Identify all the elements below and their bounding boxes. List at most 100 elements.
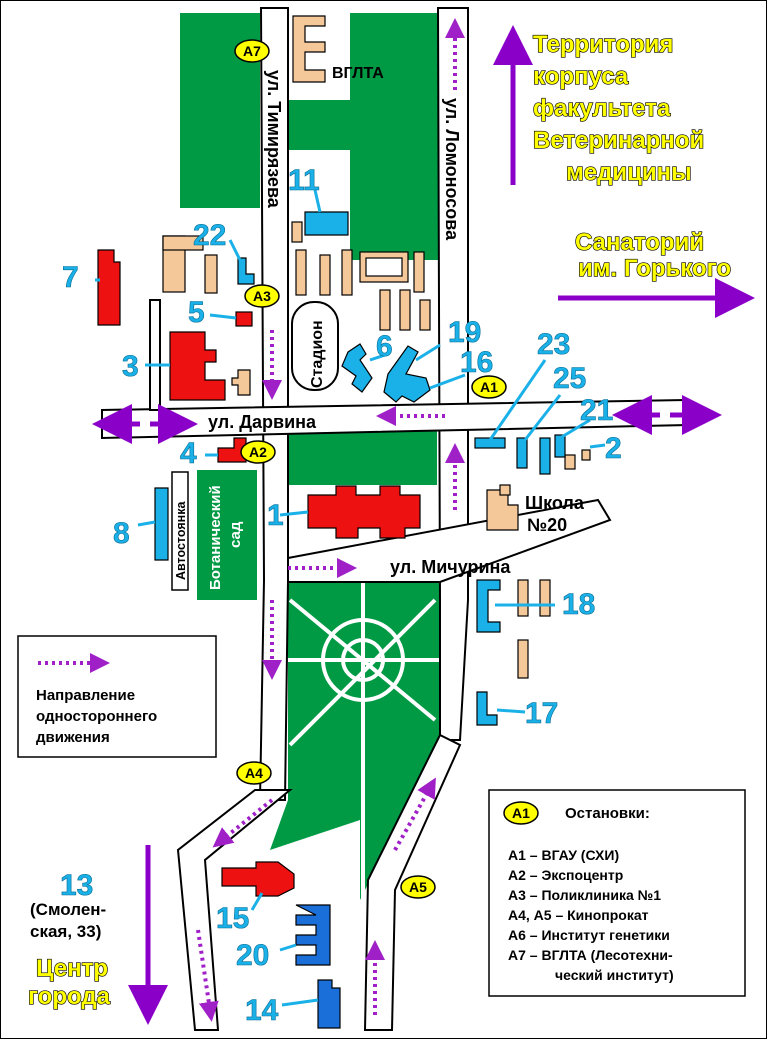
sanatorium-title: Санаторий им. Горького [574,228,731,282]
svg-text:(Смолен-: (Смолен- [30,900,106,919]
building-18 [476,579,501,633]
building-16 [383,345,431,403]
stop-badge-a2[interactable]: A2 [240,440,276,464]
roads [101,7,690,1031]
legend-stops: A1 Остановки: А1 – ВГАУ (СХИ) А2 – Экспо… [488,789,746,997]
number-7: 7 [62,261,79,294]
svg-text:ская, 33): ская, 33) [30,922,101,941]
svg-text:A7: A7 [243,43,261,59]
number-5: 5 [188,296,205,329]
svg-text:корпуса: корпуса [533,63,629,90]
svg-text:города: города [28,983,111,1010]
svg-text:А1 – ВГАУ (СХИ): А1 – ВГАУ (СХИ) [508,847,619,863]
number-11: 11 [288,164,320,197]
building-1 [307,485,421,539]
svg-text:им. Горького: им. Горького [578,255,731,282]
building-3 [169,331,226,401]
building-25 [516,437,528,469]
green-area-darvina-south [287,431,437,485]
place-label-school-line2: №20 [527,515,567,535]
building-4 [217,437,247,463]
oneway-arrows [196,18,465,1022]
building-17 [476,691,498,726]
svg-text:13: 13 [60,869,93,902]
road-michurina [287,498,612,583]
svg-text:A1: A1 [512,805,530,821]
road-south-east [363,733,462,1031]
svg-text:А3 – Поликлиника №1: А3 – Поликлиника №1 [508,887,661,903]
road-timiryazeva [258,7,289,801]
number-8: 8 [113,517,130,550]
number-21: 21 [580,394,613,427]
stop-badge-a3[interactable]: A3 [244,284,280,308]
place-label-botanical-line1: Ботанический [207,485,224,590]
place-label-botanical-line2: сад [227,521,244,548]
direction-arrows [92,25,755,1025]
building-13-label: 13 (Смолен- ская, 33) [30,869,106,941]
svg-text:А4, А5 – Кинопрокат: А4, А5 – Кинопрокат [508,907,649,923]
number-22: 22 [193,219,226,252]
building-21b [554,434,566,458]
building-5 [235,311,253,327]
number-20: 20 [236,939,269,972]
stadium: Стадион [291,301,339,391]
number-6: 6 [376,330,393,363]
building-14 [317,979,341,1029]
svg-text:ческий институт): ческий институт) [555,967,674,983]
blue-buildings [154,211,566,1029]
leader-lines [95,189,606,1007]
svg-text:А2 – Экспоцентр: А2 – Экспоцентр [508,867,623,883]
svg-text:Санаторий: Санаторий [575,229,704,256]
tan-buildings [162,15,591,679]
building-11 [304,211,349,236]
place-label-school-line1: Школа [525,493,585,513]
number-14: 14 [245,994,279,1027]
svg-text:Направление: Направление [36,687,135,704]
svg-text:A3: A3 [253,288,271,304]
number-2: 2 [605,432,622,465]
stop-badge-a4[interactable]: A4 [236,761,272,785]
building-numbers: 7 3 5 22 11 6 19 16 23 25 21 2 4 1 8 18 … [62,164,622,1028]
svg-text:факультета: факультета [533,95,671,122]
park-paths [288,578,440,900]
place-label-vglta: ВГЛТА [332,65,384,82]
number-15: 15 [216,902,249,935]
svg-text:Ветеринарной: Ветеринарной [533,127,704,154]
svg-text:Центр: Центр [36,955,108,982]
number-18: 18 [562,588,595,621]
vet-faculty-title: Территория корпуса факультета Ветеринарн… [532,30,705,186]
street-label-timiryazeva: ул. Тимирязева [264,70,284,209]
place-label-parking: Автостоянка [174,501,188,580]
building-8 [154,487,169,561]
number-4: 4 [180,437,197,470]
number-25: 25 [553,362,586,395]
svg-text:А7 – ВГЛТА (Лесотехни-: А7 – ВГЛТА (Лесотехни- [508,947,673,963]
number-17: 17 [525,697,558,730]
svg-text:A2: A2 [249,444,267,460]
svg-text:A5: A5 [409,879,427,895]
street-label-michurina: ул. Мичурина [390,557,511,577]
red-buildings [97,249,421,897]
city-center-title: Центр города [27,954,111,1010]
legend-oneway: Направление одностороннего движения [17,635,217,758]
building-6 [341,343,373,393]
svg-text:Остановки:: Остановки: [565,805,650,822]
number-16: 16 [460,346,493,379]
svg-text:Территория: Территория [533,31,673,58]
stop-badge-a1[interactable]: A1 [471,375,507,399]
svg-text:A4: A4 [245,765,263,781]
svg-text:медицины: медицины [566,159,692,186]
building-21a [539,437,551,475]
street-label-lomonosova: ул. Ломоносова [442,98,462,241]
number-1: 1 [267,499,284,532]
stop-badge-a7[interactable]: A7 [234,39,270,63]
building-7 [97,249,121,326]
svg-text:А6 – Институт генетики: А6 – Институт генетики [508,927,670,943]
stop-badge-a5[interactable]: A5 [400,875,436,899]
number-23: 23 [537,328,570,361]
green-botanical-garden [197,470,257,600]
building-22 [237,257,255,285]
